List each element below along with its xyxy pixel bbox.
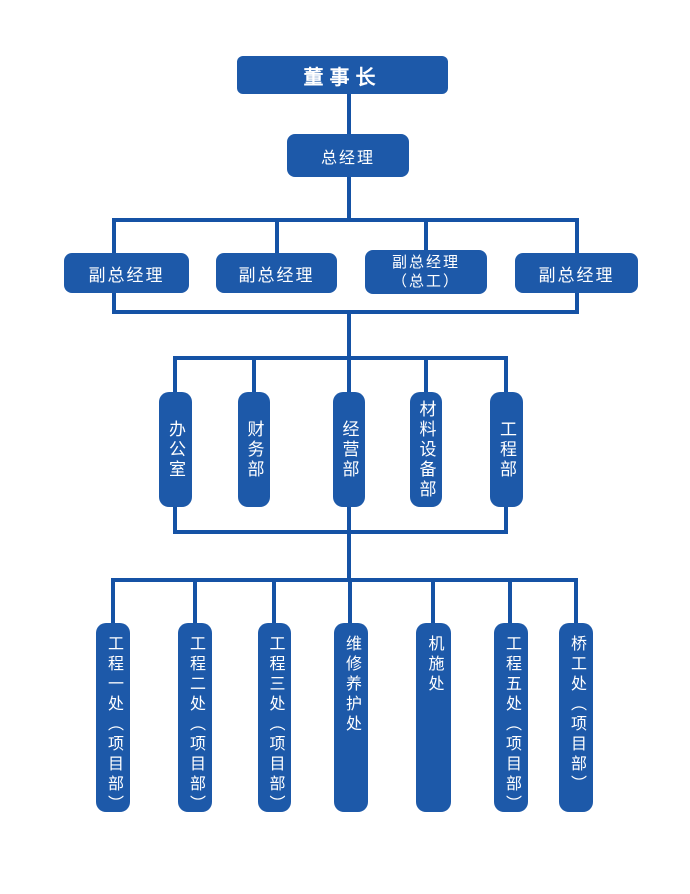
connector-deputy2-drop <box>275 218 279 255</box>
deputy-manager-box-4: 副总经理 <box>515 253 638 293</box>
office-box-6: 工程五处（项目部） <box>494 623 528 815</box>
office-label-5: 机施处 <box>425 635 443 695</box>
dept-label-materials-equipment: 材料设备部 <box>416 399 436 500</box>
office-box-5: 机施处 <box>416 623 451 812</box>
dept-label-operations: 经营部 <box>339 419 359 480</box>
dept-box-office: 办公室 <box>159 392 192 507</box>
connector-office5-drop <box>431 578 435 623</box>
office-box-1: 工程一处（项目部） <box>96 623 130 815</box>
office-label-2: 工程二处（项目部） <box>187 635 204 815</box>
dept-box-operations: 经营部 <box>333 392 365 507</box>
connector-dept3-drop <box>347 356 351 392</box>
dept-box-materials-equipment: 材料设备部 <box>410 392 442 507</box>
dept-label-finance: 财务部 <box>244 419 264 480</box>
dept-label-engineering: 工程部 <box>497 419 516 480</box>
chairman-label: 董事长 <box>303 66 382 89</box>
deputy-manager-label-2: 副总经理 <box>238 265 315 285</box>
deputy-manager-label-3-line1: 副总经理 <box>391 253 460 271</box>
dept-box-engineering: 工程部 <box>490 392 523 507</box>
deputy-manager-box-2: 副总经理 <box>216 253 337 293</box>
dept-box-finance: 财务部 <box>238 392 270 507</box>
connector-office4-drop <box>348 578 352 623</box>
connector-office2-drop <box>193 578 197 623</box>
connector-rail-offices <box>111 578 578 582</box>
office-label-3: 工程三处（项目部） <box>266 635 284 815</box>
connector-dept4-drop <box>424 356 428 392</box>
connector-dept5-drop <box>504 356 508 392</box>
office-label-4: 维修养护处 <box>343 635 360 735</box>
office-label-7: 桥工处（项目部） <box>568 635 585 795</box>
deputy-manager-label-1: 副总经理 <box>88 265 165 285</box>
connector-rail-departments-top <box>173 356 508 360</box>
office-box-4: 维修养护处 <box>334 623 368 812</box>
connector-dept5-stub <box>504 507 508 534</box>
general-manager-box: 总经理 <box>287 134 409 177</box>
deputy-manager-box-3: 副总经理 （总工） <box>365 250 487 294</box>
connector-trunk-offices <box>347 507 351 582</box>
dept-label-office: 办公室 <box>166 419 185 480</box>
deputy-manager-label-4: 副总经理 <box>538 265 615 285</box>
connector-gm-rail <box>347 176 351 222</box>
office-box-2: 工程二处（项目部） <box>178 623 212 815</box>
connector-rail-deputies-top <box>112 218 579 222</box>
connector-office7-drop <box>574 578 578 623</box>
office-label-1: 工程一处（项目部） <box>105 635 122 815</box>
connector-chairman-gm <box>347 93 351 136</box>
general-manager-label: 总经理 <box>320 149 375 167</box>
connector-trunk-departments <box>347 310 351 360</box>
office-box-3: 工程三处（项目部） <box>258 623 291 815</box>
deputy-manager-box-1: 副总经理 <box>64 253 189 293</box>
connector-office3-drop <box>272 578 276 623</box>
office-box-7: 桥工处（项目部） <box>559 623 593 812</box>
connector-deputy3-drop <box>424 218 428 253</box>
connector-office1-drop <box>111 578 115 623</box>
connector-dept1-stub <box>173 507 177 534</box>
connector-dept2-drop <box>252 356 256 392</box>
deputy-manager-label-3-line2: （总工） <box>391 273 460 290</box>
connector-dept1-drop <box>173 356 177 392</box>
chairman-box: 董事长 <box>237 56 448 94</box>
connector-rail-deputies-bottom <box>112 310 579 314</box>
connector-rail-departments-bottom <box>173 530 508 534</box>
office-label-6: 工程五处（项目部） <box>503 635 520 815</box>
connector-office6-drop <box>508 578 512 623</box>
